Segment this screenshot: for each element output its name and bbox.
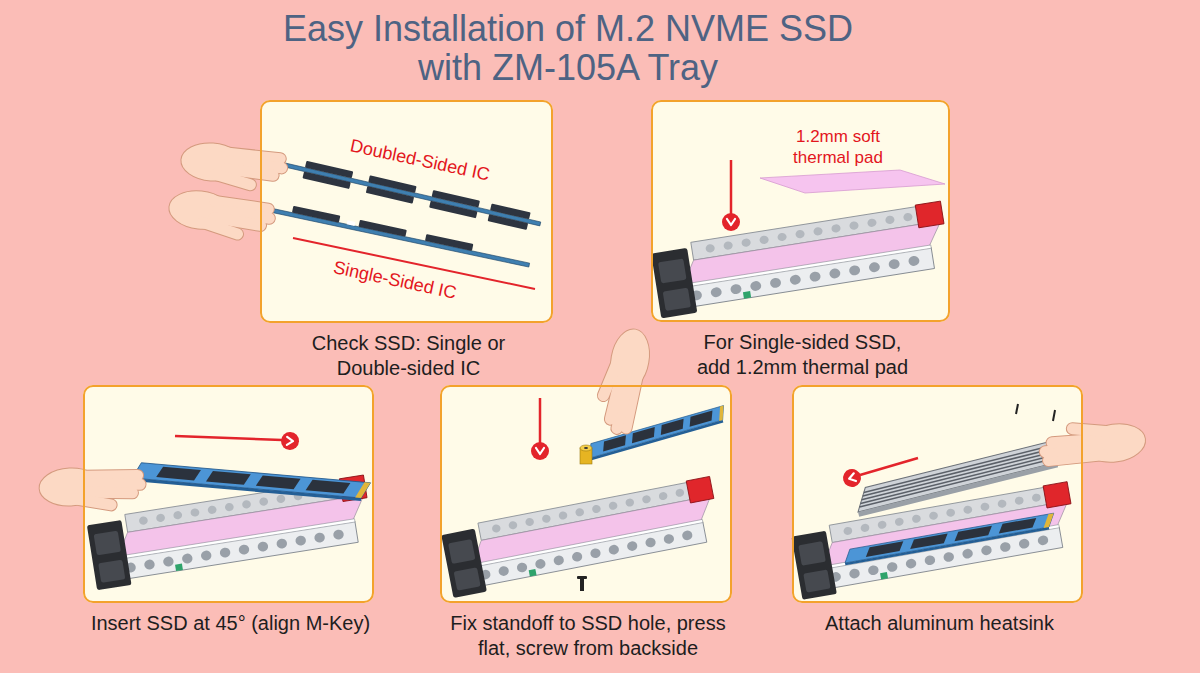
- illustration: [843, 513, 1057, 565]
- single-sided-ssd: [347, 220, 356, 226]
- standoff: [580, 445, 592, 451]
- standoff: [584, 447, 588, 449]
- callout-label: 1.2mm soft thermal pad: [773, 126, 903, 168]
- single-sided-ssd: [270, 201, 531, 267]
- double-sided-ssd: [429, 201, 477, 219]
- panel-ground: [440, 385, 732, 603]
- step-panel: Attach aluminum heatsink: [792, 385, 1083, 603]
- thermal-pad: [760, 170, 945, 193]
- illustration: [531, 442, 549, 460]
- title-text: Easy Installation of M.2 NVME SSD with Z…: [268, 9, 868, 87]
- screw-mark: [1016, 404, 1055, 421]
- single-sided-ssd: [358, 220, 406, 237]
- label-block: 1.2mm soft thermal pad: [773, 126, 903, 168]
- screw: [577, 576, 587, 591]
- standoff: [580, 445, 592, 464]
- step-caption: Fix standoff to SSD hole, press flat, sc…: [441, 611, 736, 661]
- screw-mark: [1016, 404, 1018, 414]
- heatsink: [861, 454, 1060, 504]
- double-sided-ssd: [302, 171, 350, 189]
- single-sided-ssd: [270, 208, 530, 267]
- caption-block: Fix standoff to SSD hole, press flat, sc…: [441, 611, 736, 661]
- step-panel: Insert SSD at 45° (align M-Key): [83, 385, 374, 603]
- illustration: [440, 476, 723, 597]
- caption-block: For Single-sided SSD, add 1.2mm thermal …: [692, 330, 914, 380]
- screw-mark: [1053, 410, 1055, 421]
- double-sided-ssd: [285, 163, 541, 226]
- illustration: [598, 326, 654, 432]
- step-panel: Fix standoff to SSD hole, press flat, sc…: [440, 385, 732, 603]
- step-caption: Check SSD: Single or Double-sided IC: [289, 331, 529, 381]
- screw: [580, 579, 584, 591]
- caption-block: Attach aluminum heatsink: [780, 611, 1100, 636]
- panel-ground: [260, 100, 553, 323]
- single-sided-ssd: [292, 206, 340, 223]
- step-panel: For Single-sided SSD, add 1.2mm thermal …: [651, 100, 950, 322]
- illustration: [281, 432, 300, 451]
- double-sided-ssd: [488, 214, 529, 230]
- step-caption: Attach aluminum heatsink: [780, 611, 1100, 636]
- heatsink: [856, 443, 1066, 507]
- illustration: [1043, 419, 1148, 472]
- screw: [577, 576, 587, 579]
- heatsink: [864, 443, 1063, 493]
- arrow-line: [730, 160, 733, 215]
- heatsink: [862, 450, 1061, 500]
- step-caption: Insert SSD at 45° (align M-Key): [66, 611, 396, 636]
- illustration: [167, 188, 272, 237]
- heatsink: [863, 446, 1062, 496]
- title-block: Easy Installation of M.2 NVME SSD with Z…: [268, 9, 868, 87]
- arrow-line: [539, 398, 542, 444]
- illustration: [790, 482, 1079, 600]
- heatsink: [853, 438, 1071, 517]
- illustration: [132, 462, 371, 502]
- single-sided-ssd: [425, 234, 473, 251]
- illustration: [650, 201, 952, 318]
- heatsink: [859, 458, 1058, 508]
- illustration: [722, 213, 740, 231]
- illustration: [841, 467, 863, 489]
- double-sided-ssd: [366, 186, 414, 204]
- illustration: [180, 141, 283, 187]
- heatsink: [853, 438, 1070, 512]
- arrow-line: [860, 458, 918, 475]
- illustration: [38, 464, 141, 508]
- step-panel: Check SSD: Single or Double-sided IC: [260, 100, 553, 323]
- caption-block: Check SSD: Single or Double-sided IC: [289, 331, 529, 381]
- arrow-line: [175, 436, 282, 440]
- step-caption: For Single-sided SSD, add 1.2mm thermal …: [692, 330, 914, 380]
- caption-block: Insert SSD at 45° (align M-Key): [66, 611, 396, 636]
- panel-ground: [83, 100, 1083, 603]
